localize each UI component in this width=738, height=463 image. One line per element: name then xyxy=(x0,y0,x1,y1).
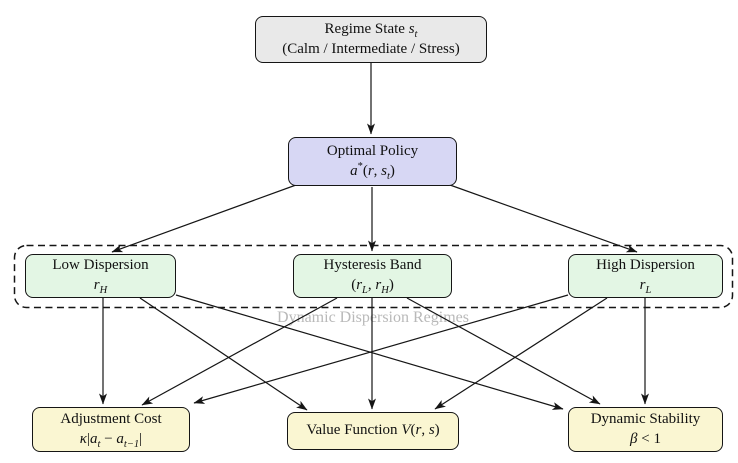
hysteresis-band-math: (rL, rH) xyxy=(351,277,394,296)
arrow-policy-to-high xyxy=(449,184,638,253)
adjustment-cost-title: Adjustment Cost xyxy=(60,410,162,427)
node-dynamic-stability: Dynamic Stability β < 1 xyxy=(568,407,723,452)
adjustment-cost-math: κ|at − at−1| xyxy=(79,430,143,450)
node-adjustment-cost: Adjustment Cost κ|at − at−1| xyxy=(32,407,190,452)
node-value-function: Value Function V(r, s) xyxy=(287,412,459,450)
regime-state-title: Regime State st xyxy=(324,20,418,40)
arrow-hysteresis-to-dynamic xyxy=(406,297,601,405)
dynamic-stability-title: Dynamic Stability xyxy=(590,410,701,427)
regime-state-subtitle: (Calm / Intermediate / Stress) xyxy=(282,40,460,57)
arrow-low-to-value xyxy=(139,297,308,411)
high-dispersion-title: High Dispersion xyxy=(596,257,695,274)
value-function-title: Value Function V(r, s) xyxy=(306,422,440,439)
arrow-policy-to-low xyxy=(111,184,297,253)
optimal-policy-title: Optimal Policy xyxy=(326,142,419,159)
arrow-high-to-adjustment xyxy=(193,294,569,404)
optimal-policy-math: a*(r, st) xyxy=(350,160,395,182)
dispersion-regimes-caption: Dynamic Dispersion Regimes xyxy=(277,309,469,326)
hysteresis-band-title: Hysteresis Band xyxy=(323,257,422,274)
node-high-dispersion: High Dispersion rL xyxy=(568,254,723,298)
node-optimal-policy: Optimal Policy a*(r, st) xyxy=(288,137,457,186)
node-hysteresis-band: Hysteresis Band (rL, rH) xyxy=(293,254,452,298)
node-low-dispersion: Low Dispersion rH xyxy=(25,254,176,298)
node-regime-state: Regime State st (Calm / Intermediate / S… xyxy=(255,16,487,63)
dynamic-stability-math: β < 1 xyxy=(630,430,661,447)
low-dispersion-math: rH xyxy=(93,277,108,296)
high-dispersion-math: rL xyxy=(639,277,652,296)
arrow-high-to-value xyxy=(434,297,608,410)
low-dispersion-title: Low Dispersion xyxy=(52,257,149,274)
arrow-hysteresis-to-adjustment xyxy=(141,297,338,406)
